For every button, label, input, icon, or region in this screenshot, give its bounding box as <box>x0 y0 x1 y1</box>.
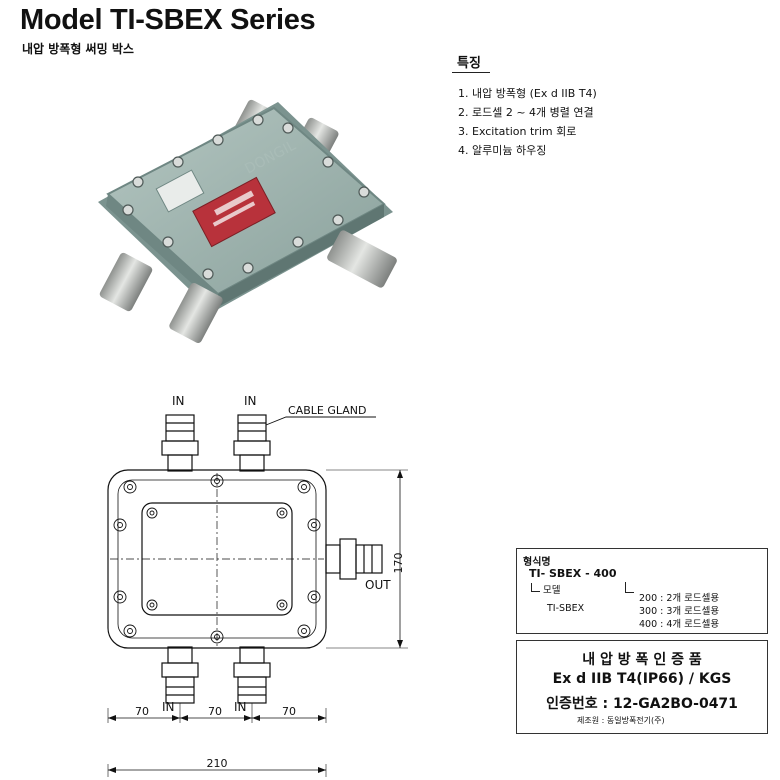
lid-bolts <box>122 114 370 280</box>
cable-gland-label: CABLE GLAND <box>288 404 366 417</box>
dim-width-label: 210 <box>207 757 228 770</box>
drawing-gland-bottom-left <box>161 646 199 704</box>
cert-maker: 제조원 : 동일방폭전기(주) <box>577 716 665 725</box>
drawing-gland-bottom-right <box>233 646 271 704</box>
dim-70-label: 70 <box>208 705 222 718</box>
gland-out <box>327 230 397 288</box>
dimension-drawing: IN IN CABLE GLAND OUT 170 IN IN 70 70 70… <box>107 394 408 777</box>
in-label: IN <box>234 700 247 714</box>
in-label: IN <box>244 394 257 408</box>
model-heading: 형식명 <box>523 557 551 568</box>
model-option: 300 : 3개 로드셀용 <box>639 606 720 617</box>
feature-item: 1. 내압 방폭형 (Ex d IIB T4) <box>458 87 597 100</box>
in-label: IN <box>162 700 175 714</box>
drawing-gland-out <box>325 538 383 580</box>
cert-number: 인증번호 : 12-GA2BO-0471 <box>546 696 738 712</box>
model-option: 400 : 4개 로드셀용 <box>639 619 720 630</box>
in-label: IN <box>172 394 185 408</box>
dim-height-label: 170 <box>392 553 405 574</box>
drawing-gland-top-left <box>161 414 199 472</box>
model-code: TI- SBEX - 400 <box>529 567 617 580</box>
page-title: Model TI-SBEX Series <box>20 4 316 36</box>
model-label: 모델 <box>531 582 560 596</box>
drawing-bolts <box>113 474 321 644</box>
feature-item: 3. Excitation trim 회로 <box>458 125 577 138</box>
feature-item: 2. 로드셀 2 ~ 4개 병렬 연결 <box>458 106 594 119</box>
gland-bottom-left <box>99 252 153 312</box>
dim-70-label: 70 <box>135 705 149 718</box>
page-subtitle: 내압 방폭형 써밍 박스 <box>22 42 134 56</box>
cert-rating: Ex d IIB T4(IP66) / KGS <box>552 671 732 687</box>
features-list: 1. 내압 방폭형 (Ex d IIB T4) 2. 로드셀 2 ~ 4개 병렬… <box>458 84 597 160</box>
model-code-box: 형식명 TI- SBEX - 400 모델 TI-SBEX 200 : 2개 로… <box>516 548 768 634</box>
features-title: 특징 <box>457 56 481 71</box>
gland-bottom-right <box>169 283 223 343</box>
dim-70-label: 70 <box>282 705 296 718</box>
certification-box: 내 압 방 폭 인 증 품 Ex d IIB T4(IP66) / KGS 인증… <box>516 640 768 734</box>
cert-title: 내 압 방 폭 인 증 품 <box>582 652 702 668</box>
model-value: TI-SBEX <box>547 603 585 614</box>
product-photo: DONGIL <box>98 99 397 343</box>
out-label: OUT <box>365 578 391 592</box>
features-underline <box>452 72 490 73</box>
drawing-gland-top-right <box>233 414 271 472</box>
model-option: 200 : 2개 로드셀용 <box>639 593 720 604</box>
option-bracket <box>625 582 634 593</box>
feature-item: 4. 알루미늄 하우징 <box>458 144 547 157</box>
